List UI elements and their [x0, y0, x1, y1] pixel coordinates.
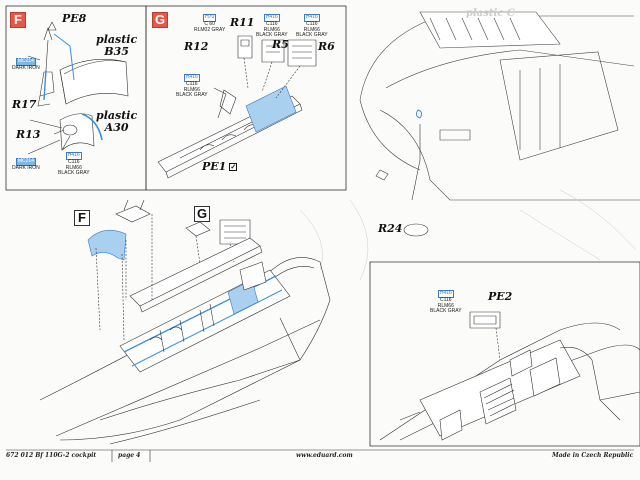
- paint-callout-dark-iron-2: MC214 DARK IRON: [12, 158, 40, 172]
- paint-code-2: C116: [440, 297, 452, 303]
- paint-code: H416: [303, 14, 320, 22]
- footer-website: www.eduard.com: [296, 452, 353, 459]
- plastic-b35-label: plastic B35: [96, 34, 137, 58]
- part-label-pe8: PE8: [62, 12, 87, 25]
- part-label-r13: R13: [16, 128, 41, 141]
- section-tag-f: F: [10, 12, 26, 28]
- paint-code: MC214: [15, 158, 36, 166]
- paint-code-2: C116: [68, 159, 80, 165]
- fuselage-top-right: [359, 11, 640, 237]
- paint-callout-black-gray-3: H416 C116 RLM66 BLACK GRAY: [176, 74, 208, 99]
- paint-code: H416: [65, 152, 82, 160]
- section-tag-g: G: [152, 12, 168, 28]
- check-icon: ✓: [229, 162, 238, 171]
- part-label-r5: R5: [272, 38, 289, 51]
- paint-rlm: RLM66: [303, 26, 320, 33]
- footer-page: page 4: [118, 452, 141, 459]
- plastic-b35-word: plastic: [96, 33, 138, 46]
- paint-name: BLACK GRAY: [296, 32, 328, 38]
- part-label-pe1: PE1✓: [202, 160, 238, 173]
- paint-name: RLM02 GRAY: [194, 26, 226, 33]
- detail-frame: [369, 261, 640, 447]
- footer-kit-number: 672 012 Bf 110G-2 cockpit: [6, 452, 97, 459]
- paint-code-2: C 60: [204, 21, 215, 27]
- main-section-g: G: [194, 206, 210, 222]
- paint-callout-detail: H416 C116 RLM66 BLACK GRAY: [430, 290, 462, 315]
- paint-code: H416: [263, 14, 280, 22]
- paint-rlm: RLM66: [65, 164, 82, 171]
- paint-callout-black-gray: H416 C116 RLM66 BLACK GRAY: [58, 152, 90, 177]
- panel-f-drawing: [27, 21, 129, 155]
- part-label-r12: R12: [184, 40, 209, 53]
- part-label-pe2: PE2: [488, 290, 513, 303]
- footer-made-in: Made in Czech Republic: [552, 452, 634, 459]
- paint-rlm: RLM66: [183, 86, 200, 93]
- paint-code-2: C116: [186, 81, 198, 87]
- paint-rlm: RLM66: [263, 26, 280, 33]
- paint-name: BLACK GRAY: [256, 32, 288, 38]
- paint-rlm: RLM66: [437, 302, 454, 309]
- paint-callout-black-gray-1: H416 C116 RLM66 BLACK GRAY: [256, 14, 288, 39]
- plastic-a30-code: A30: [104, 121, 129, 134]
- paint-callout-black-gray-2: H416 C116 RLM66 BLACK GRAY: [296, 14, 328, 39]
- panel-g-frame: [145, 5, 347, 191]
- paint-name: DARK IRON: [12, 165, 40, 171]
- paint-callout-rlm02: H70 C 60 RLM02 GRAY: [194, 14, 225, 33]
- paint-name: BLACK GRAY: [176, 92, 208, 98]
- pe1-text: PE1: [202, 160, 227, 173]
- plastic-a30-word: plastic: [96, 109, 138, 122]
- part-label-r24: R24: [378, 222, 403, 235]
- part-label-r6: R6: [318, 40, 335, 53]
- paint-code: H70: [203, 14, 217, 22]
- paint-code-2: C116: [266, 21, 278, 27]
- main-section-f: F: [74, 210, 90, 226]
- paint-name: DARK IRON: [12, 65, 40, 71]
- part-label-r11: R11: [230, 16, 255, 29]
- paint-code-2: C116: [306, 21, 318, 27]
- paint-name: BLACK GRAY: [430, 308, 462, 314]
- plastic-a30-label: plastic A30: [96, 110, 137, 134]
- paint-callout-dark-iron-1: MC214 DARK IRON: [12, 58, 40, 72]
- paint-code: H416: [437, 290, 454, 298]
- ghost-lines: [299, 189, 637, 281]
- detail-drawing: [379, 311, 640, 441]
- paint-name: BLACK GRAY: [58, 170, 90, 176]
- ghost-plastic-c-label: plastic C: [466, 8, 515, 19]
- panel-g-drawing: [157, 35, 317, 179]
- paint-code: H416: [183, 74, 200, 82]
- part-label-r17: R17: [12, 98, 37, 111]
- paint-code: MC214: [15, 58, 36, 66]
- main-assembly: [39, 199, 331, 445]
- plastic-b35-code: B35: [104, 45, 129, 58]
